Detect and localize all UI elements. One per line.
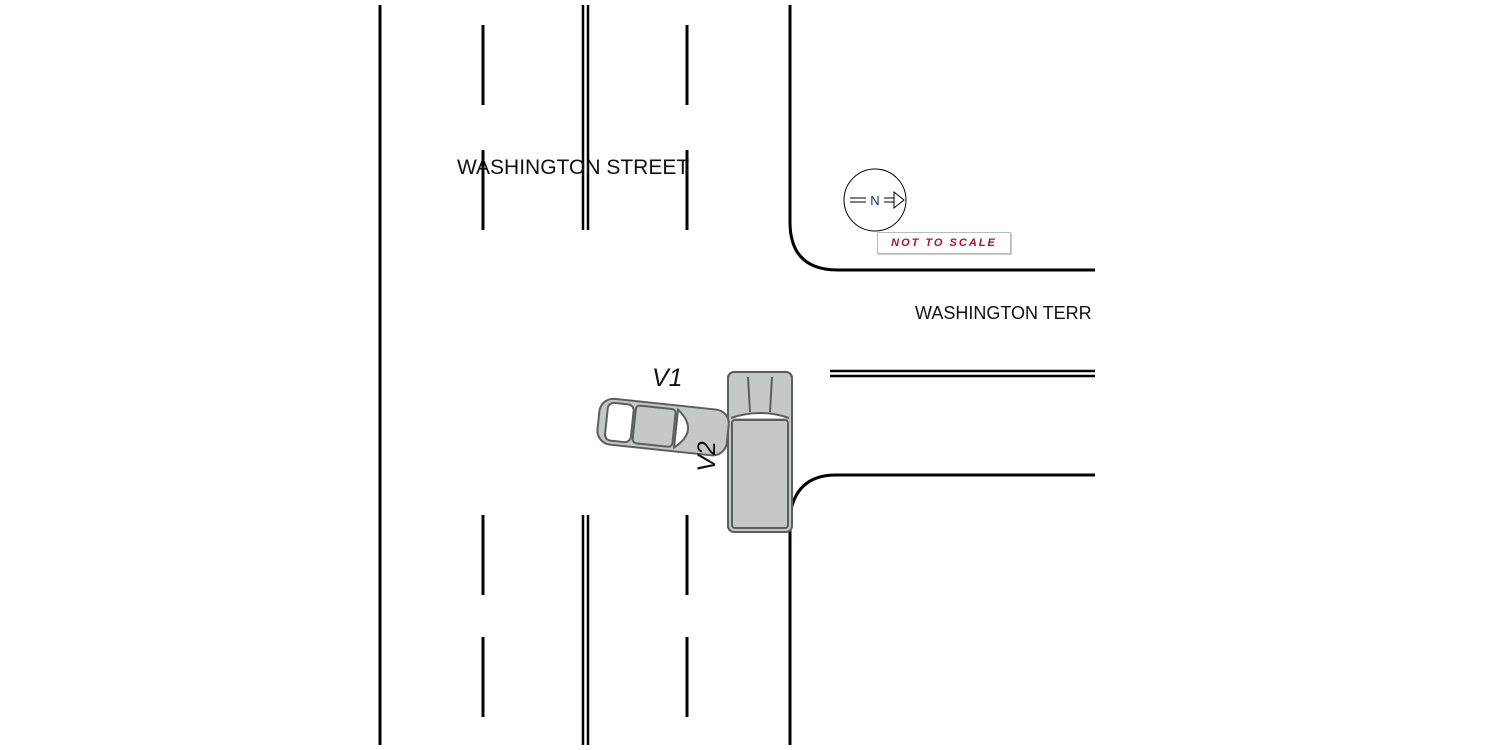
east-curb-north [788, 5, 1095, 272]
not-to-scale-note: NOT TO SCALE [877, 232, 1011, 254]
east-curb-south [788, 473, 1095, 745]
north-arrow: N [843, 168, 907, 232]
side-street-double-line [830, 369, 1095, 378]
vehicle-2-label: V2 [692, 441, 721, 472]
north-letter: N [870, 193, 879, 208]
vehicle-1-label: V1 [652, 364, 683, 392]
main-street-label: WASHINGTON STREET [457, 156, 690, 179]
center-double-line [581, 5, 590, 745]
side-street-label: WASHINGTON TERR [915, 303, 1092, 323]
vehicle-1-car [596, 397, 730, 457]
vehicle-2-truck [727, 371, 793, 533]
